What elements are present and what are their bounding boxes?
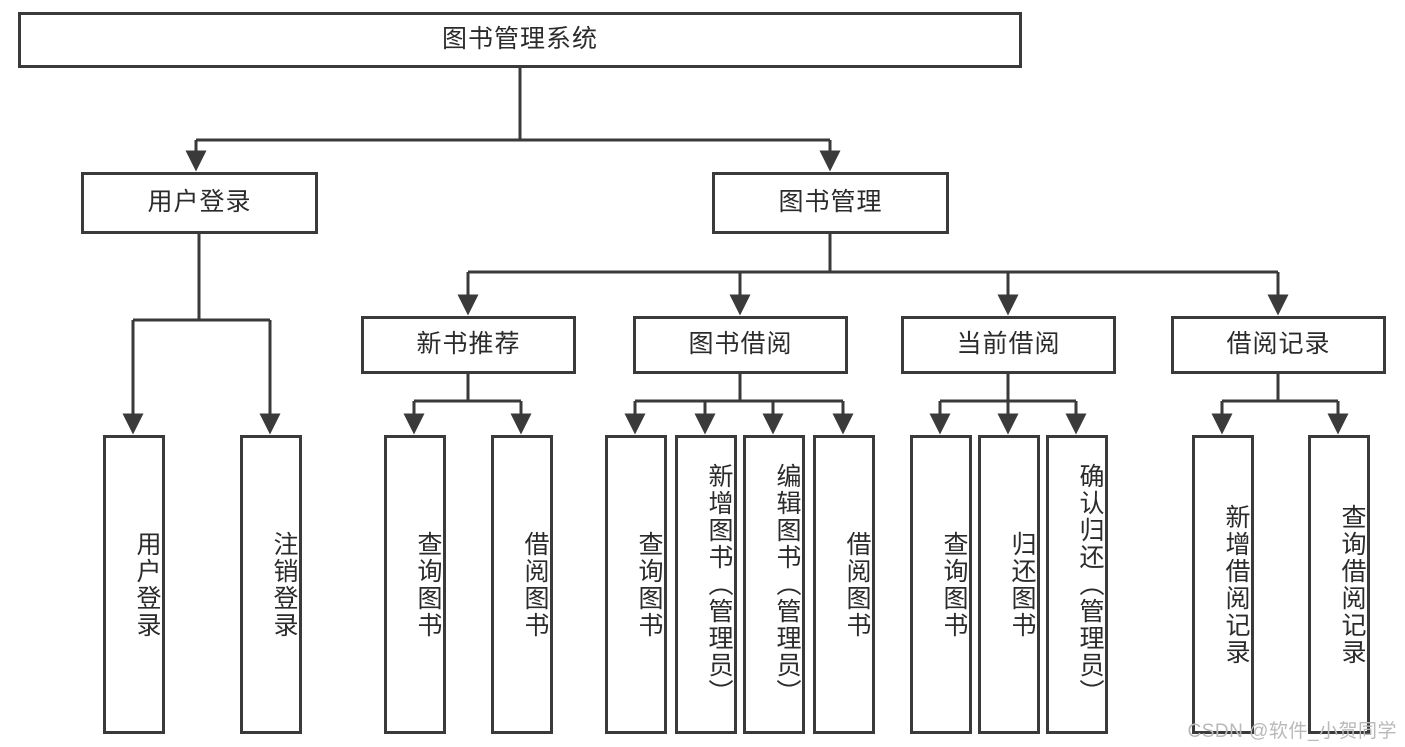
node-leaf-add-book[interactable]: 新增图书（管理员） — [675, 435, 737, 734]
node-leaf-query-record-label: 查询借阅记录 — [1338, 503, 1366, 666]
node-leaf-edit-book[interactable]: 编辑图书（管理员） — [743, 435, 805, 734]
node-root-label: 图书管理系统 — [441, 25, 598, 54]
node-leaf-query-record[interactable]: 查询借阅记录 — [1308, 435, 1370, 734]
node-current-borrow[interactable]: 当前借阅 — [901, 316, 1116, 374]
node-leaf-borrow-book-1[interactable]: 借阅图书 — [491, 435, 553, 734]
node-leaf-add-book-label: 新增图书（管理员） — [705, 463, 733, 706]
node-user-login-label: 用户登录 — [147, 188, 252, 217]
node-new-book-rec-label: 新书推荐 — [416, 330, 521, 359]
node-leaf-return-book[interactable]: 归还图书 — [978, 435, 1040, 734]
node-leaf-user-login[interactable]: 用户登录 — [103, 435, 165, 734]
node-leaf-query-book-3-label: 查询图书 — [940, 530, 968, 639]
node-leaf-query-book-1[interactable]: 查询图书 — [384, 435, 446, 734]
node-leaf-borrow-book-1-label: 借阅图书 — [521, 530, 549, 639]
node-borrow-record[interactable]: 借阅记录 — [1171, 316, 1386, 374]
watermark-text: CSDN @软件_小贺同学 — [1187, 721, 1397, 742]
node-borrow-record-label: 借阅记录 — [1226, 330, 1331, 359]
node-leaf-user-login-label: 用户登录 — [133, 530, 161, 639]
node-book-borrow[interactable]: 图书借阅 — [633, 316, 848, 374]
node-user-login[interactable]: 用户登录 — [81, 172, 318, 234]
node-leaf-confirm-return[interactable]: 确认归还（管理员） — [1046, 435, 1108, 734]
node-leaf-query-book-2-label: 查询图书 — [635, 530, 663, 639]
node-leaf-query-book-1-label: 查询图书 — [414, 530, 442, 639]
node-leaf-add-record-label: 新增借阅记录 — [1222, 503, 1250, 666]
node-current-borrow-label: 当前借阅 — [956, 330, 1061, 359]
node-leaf-add-record[interactable]: 新增借阅记录 — [1192, 435, 1254, 734]
node-leaf-edit-book-label: 编辑图书（管理员） — [773, 463, 801, 706]
node-leaf-return-book-label: 归还图书 — [1008, 530, 1036, 639]
node-leaf-query-book-3[interactable]: 查询图书 — [910, 435, 972, 734]
node-book-borrow-label: 图书借阅 — [688, 330, 793, 359]
node-leaf-borrow-book-2-label: 借阅图书 — [843, 530, 871, 639]
node-book-manage-label: 图书管理 — [778, 188, 883, 217]
node-new-book-rec[interactable]: 新书推荐 — [361, 316, 576, 374]
node-root[interactable]: 图书管理系统 — [18, 12, 1022, 68]
node-leaf-logout-label: 注销登录 — [270, 530, 298, 639]
node-leaf-borrow-book-2[interactable]: 借阅图书 — [813, 435, 875, 734]
node-leaf-logout[interactable]: 注销登录 — [240, 435, 302, 734]
node-leaf-query-book-2[interactable]: 查询图书 — [605, 435, 667, 734]
node-leaf-confirm-return-label: 确认归还（管理员） — [1076, 463, 1104, 706]
node-book-manage[interactable]: 图书管理 — [712, 172, 949, 234]
